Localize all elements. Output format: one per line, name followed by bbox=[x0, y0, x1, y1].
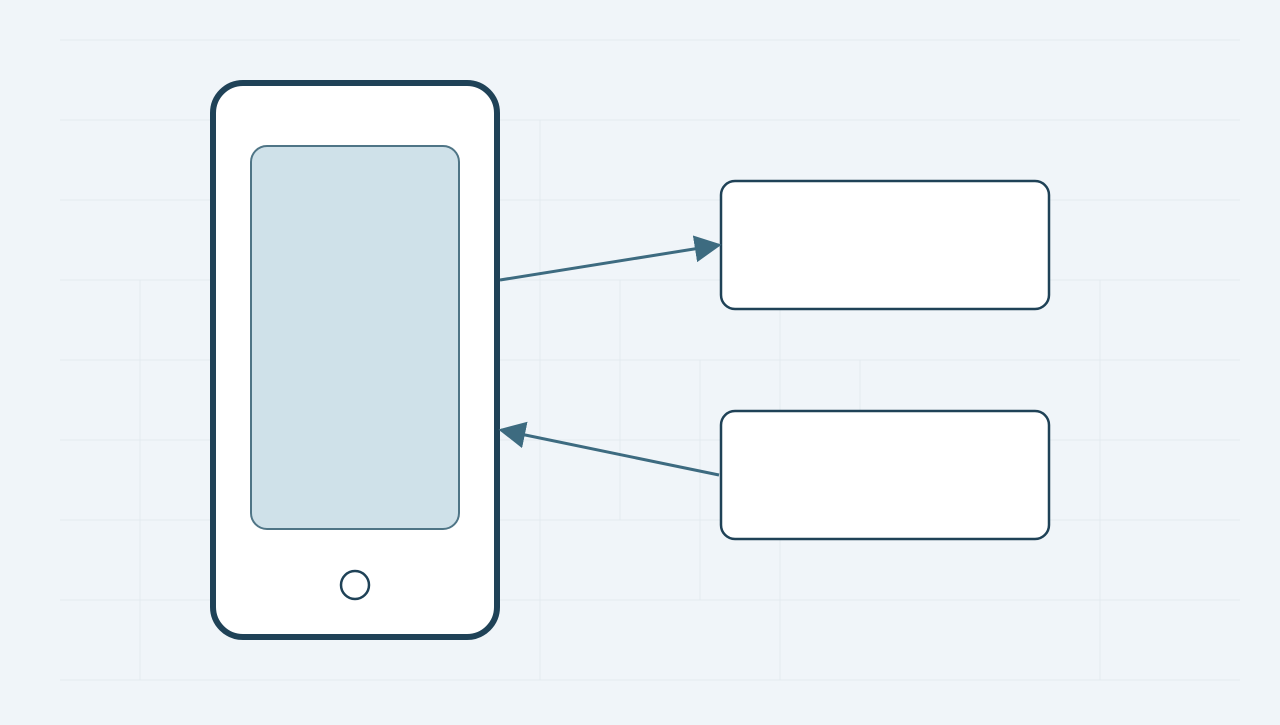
arrow-bottom-box-to-phone bbox=[498, 421, 720, 477]
bottom-box bbox=[719, 409, 1051, 541]
phone-screen bbox=[250, 145, 460, 530]
top-box-frame bbox=[719, 179, 1051, 311]
top-box bbox=[719, 179, 1051, 311]
bottom-box-frame bbox=[719, 409, 1051, 541]
phone-device bbox=[210, 80, 500, 640]
arrow-phone-to-top-box bbox=[499, 235, 722, 282]
phone-home-button bbox=[339, 569, 371, 601]
